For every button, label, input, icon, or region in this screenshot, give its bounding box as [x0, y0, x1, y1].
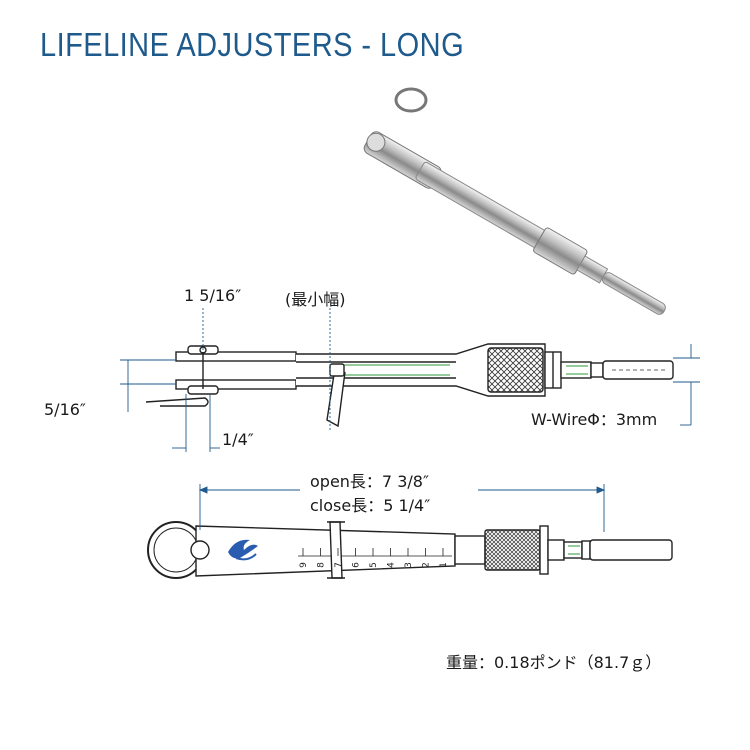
dimension-lines-lower [198, 484, 606, 532]
dimension-lines-upper [120, 308, 700, 452]
wire-diameter-label: W-WireΦ：3mm [531, 410, 658, 429]
scale-number: 3 [404, 562, 414, 568]
jaw-width-label: 5/16″ [44, 400, 86, 419]
scale-number: 4 [387, 562, 397, 568]
min-width-note: (最小幅) [285, 290, 346, 309]
scale-number: 9 [299, 562, 309, 568]
scale-number: 1 [439, 562, 449, 568]
side-view-drawing [145, 343, 674, 428]
top-view-drawing [147, 521, 673, 579]
scale-number: 2 [422, 562, 432, 568]
min-width-label: 1 5/16″ [184, 286, 242, 305]
open-length-label: open長：7 3/8″ [310, 472, 429, 491]
page-title: LIFELINE ADJUSTERS - LONG [40, 26, 465, 63]
scale-number: 8 [317, 562, 327, 568]
weight-label: 重量：0.18ポンド（81.7ｇ） [446, 653, 662, 672]
scale-number: 7 [334, 562, 344, 568]
scale-labels: 9 8 7 6 5 4 3 2 1 [299, 548, 449, 568]
product-photo [363, 87, 666, 315]
close-length-label: close長：5 1/4″ [310, 496, 431, 515]
bird-logo-icon [228, 539, 258, 561]
scale-number: 6 [352, 562, 362, 568]
pin-diameter-label: 1/4″ [222, 430, 254, 449]
scale-number: 5 [369, 562, 379, 568]
